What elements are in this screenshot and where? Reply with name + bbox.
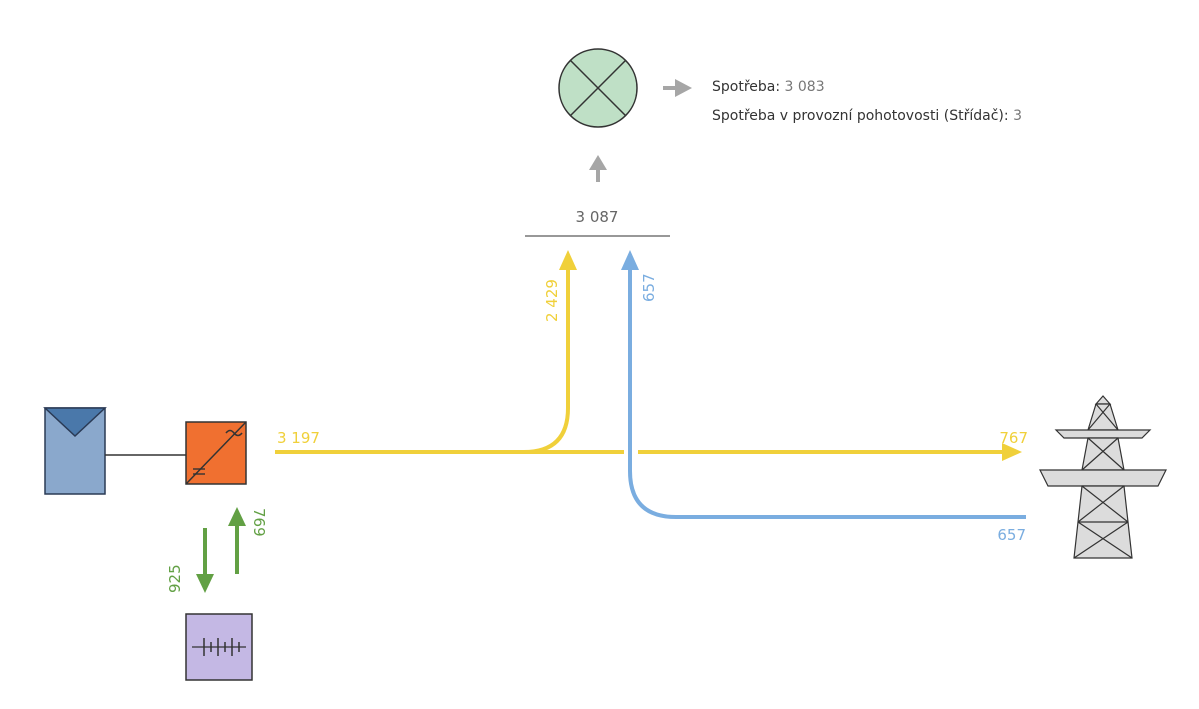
pv-to-grid-label: 767 xyxy=(999,429,1028,447)
solar-panel-icon xyxy=(43,407,107,495)
consumer-lamp-icon xyxy=(558,48,638,128)
battery-charge-arrow xyxy=(196,528,214,593)
consumption-info: Spotřeba: 3 083 xyxy=(712,79,825,95)
load-up-arrow xyxy=(589,155,607,182)
consumption-label: Spotřeba: xyxy=(712,79,781,95)
consumption-value: 3 083 xyxy=(784,79,825,95)
pv-output-label: 3 197 xyxy=(277,429,320,447)
grid-to-load-label: 657 xyxy=(640,273,658,302)
inverter-icon xyxy=(185,421,247,485)
standby-consumption-value: 3 xyxy=(1013,108,1022,124)
battery-icon xyxy=(185,613,253,681)
junction-total-label: 3 087 xyxy=(576,208,619,226)
grid-import-label: 657 xyxy=(997,526,1026,544)
standby-consumption-info: Spotřeba v provozní pohotovosti (Střídač… xyxy=(712,108,1022,124)
pv-to-load-label: 2 429 xyxy=(543,279,561,322)
battery-discharge-arrow xyxy=(228,507,246,574)
battery-charge-label: 925 xyxy=(166,564,184,593)
battery-discharge-label: 769 xyxy=(250,508,268,537)
power-pylon-icon xyxy=(1039,395,1167,559)
grid-flow xyxy=(621,250,1026,519)
consumption-arrow xyxy=(663,79,692,97)
pv-flow xyxy=(275,250,1022,461)
standby-consumption-label: Spotřeba v provozní pohotovosti (Střídač… xyxy=(712,108,1009,124)
